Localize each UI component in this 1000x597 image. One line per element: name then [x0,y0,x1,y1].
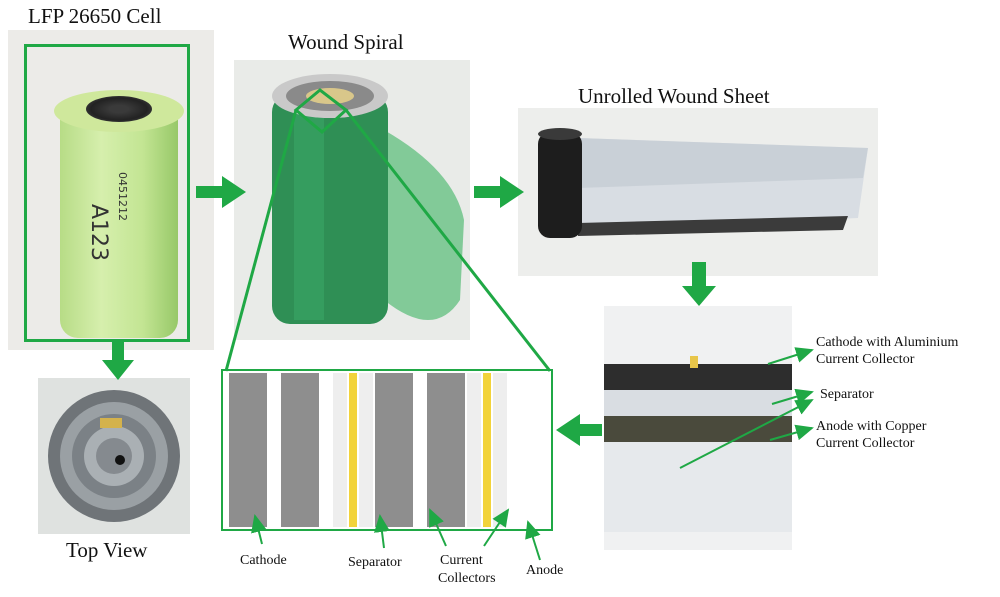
label-current-collectors-line1: Current [440,553,483,568]
layer-group [229,373,507,527]
layer-cathode-0 [229,373,267,527]
layer-photo [604,306,792,550]
layer-schematic [221,369,553,531]
layer-cathode-2 [281,373,319,527]
cell-photo: A123 0451212 [8,30,214,350]
label-separator: Separator [348,555,402,570]
annot-anode-line1: Anode with Copper [816,419,927,434]
top-view-drawing [48,390,180,522]
layer-separator-10 [467,373,481,527]
arrow-spiral-to-unrolled [474,176,524,208]
layer-collector-5 [349,373,357,527]
unrolled-title: Unrolled Wound Sheet [578,84,770,108]
layer-gap-1 [269,373,279,527]
annot-cathode-line1: Cathode with Aluminium [816,335,959,350]
layer-collector-11 [483,373,491,527]
label-cathode: Cathode [240,553,287,568]
top-view-photo [38,378,190,534]
layer-anode-9 [427,373,465,527]
annot-cathode-line2: Current Collector [816,352,915,367]
layer-gap-8 [415,373,425,527]
spiral-photo [234,60,470,340]
layer-separator-12 [493,373,507,527]
spiral-title: Wound Spiral [288,30,404,54]
layer-gap-3 [321,373,331,527]
layer-separator-4 [333,373,347,527]
unrolled-drawing [538,128,868,238]
cell-cap [86,96,152,122]
cell-body [60,108,178,338]
top-view-title: Top View [66,538,148,562]
layer-anode-7 [375,373,413,527]
layer-separator-6 [359,373,373,527]
unrolled-photo [518,108,878,276]
spiral-drawing [272,74,464,324]
cell-title: LFP 26650 Cell [28,4,162,28]
annot-separator: Separator [820,387,874,402]
annot-anode-line2: Current Collector [816,436,915,451]
layer-drawing [604,356,792,532]
arrow-layers-to-schematic [556,414,602,446]
label-current-collectors-line2: Collectors [438,571,496,586]
label-anode: Anode [526,563,564,578]
cell-highlight-frame [24,44,190,342]
